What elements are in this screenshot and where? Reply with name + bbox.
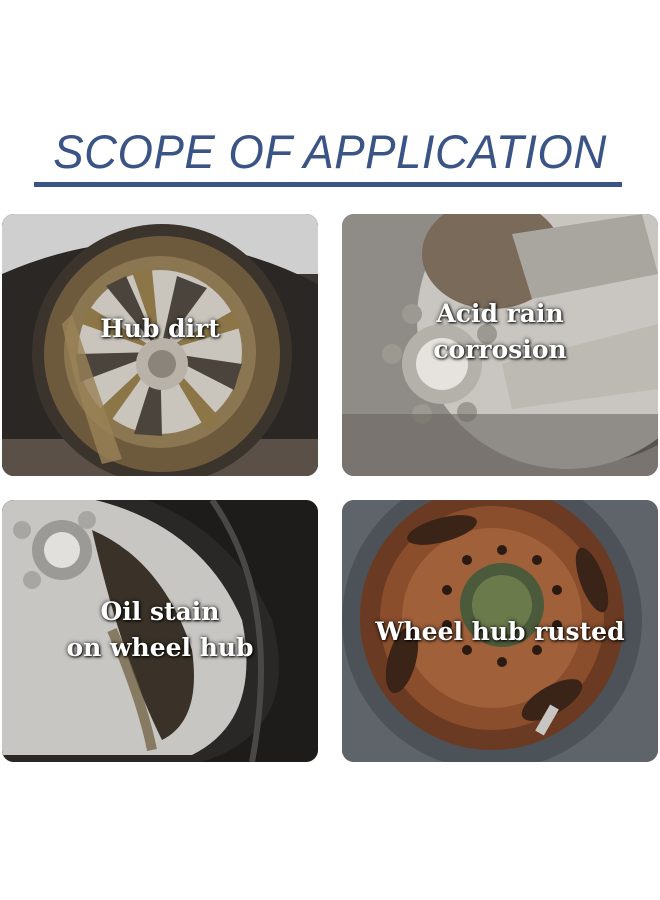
tile-caption-line: Oil stain [100,597,220,626]
photo-tile-acid-rain-corrosion: Acid rain corrosion [342,214,658,476]
title-underline [34,182,622,187]
photo-tile-oil-stain: Oil stain on wheel hub [2,500,318,762]
oily-wheel-photo [2,500,318,762]
muddy-wheel-photo [2,214,318,476]
tile-caption-line: Acid rain [436,299,564,328]
tile-caption-line: Hub dirt [100,314,220,343]
corroded-wheel-photo [342,214,658,476]
photo-tile-hub-dirt: Hub dirt [2,214,318,476]
tile-caption-line: Wheel hub rusted [375,617,625,646]
rusted-wheel-photo [342,500,658,762]
tile-caption-line: corrosion [433,335,567,364]
photo-tile-wheel-hub-rusted: Wheel hub rusted [342,500,658,762]
page-title: SCOPE OF APPLICATION [53,125,607,178]
tile-caption-line: on wheel hub [66,633,254,662]
